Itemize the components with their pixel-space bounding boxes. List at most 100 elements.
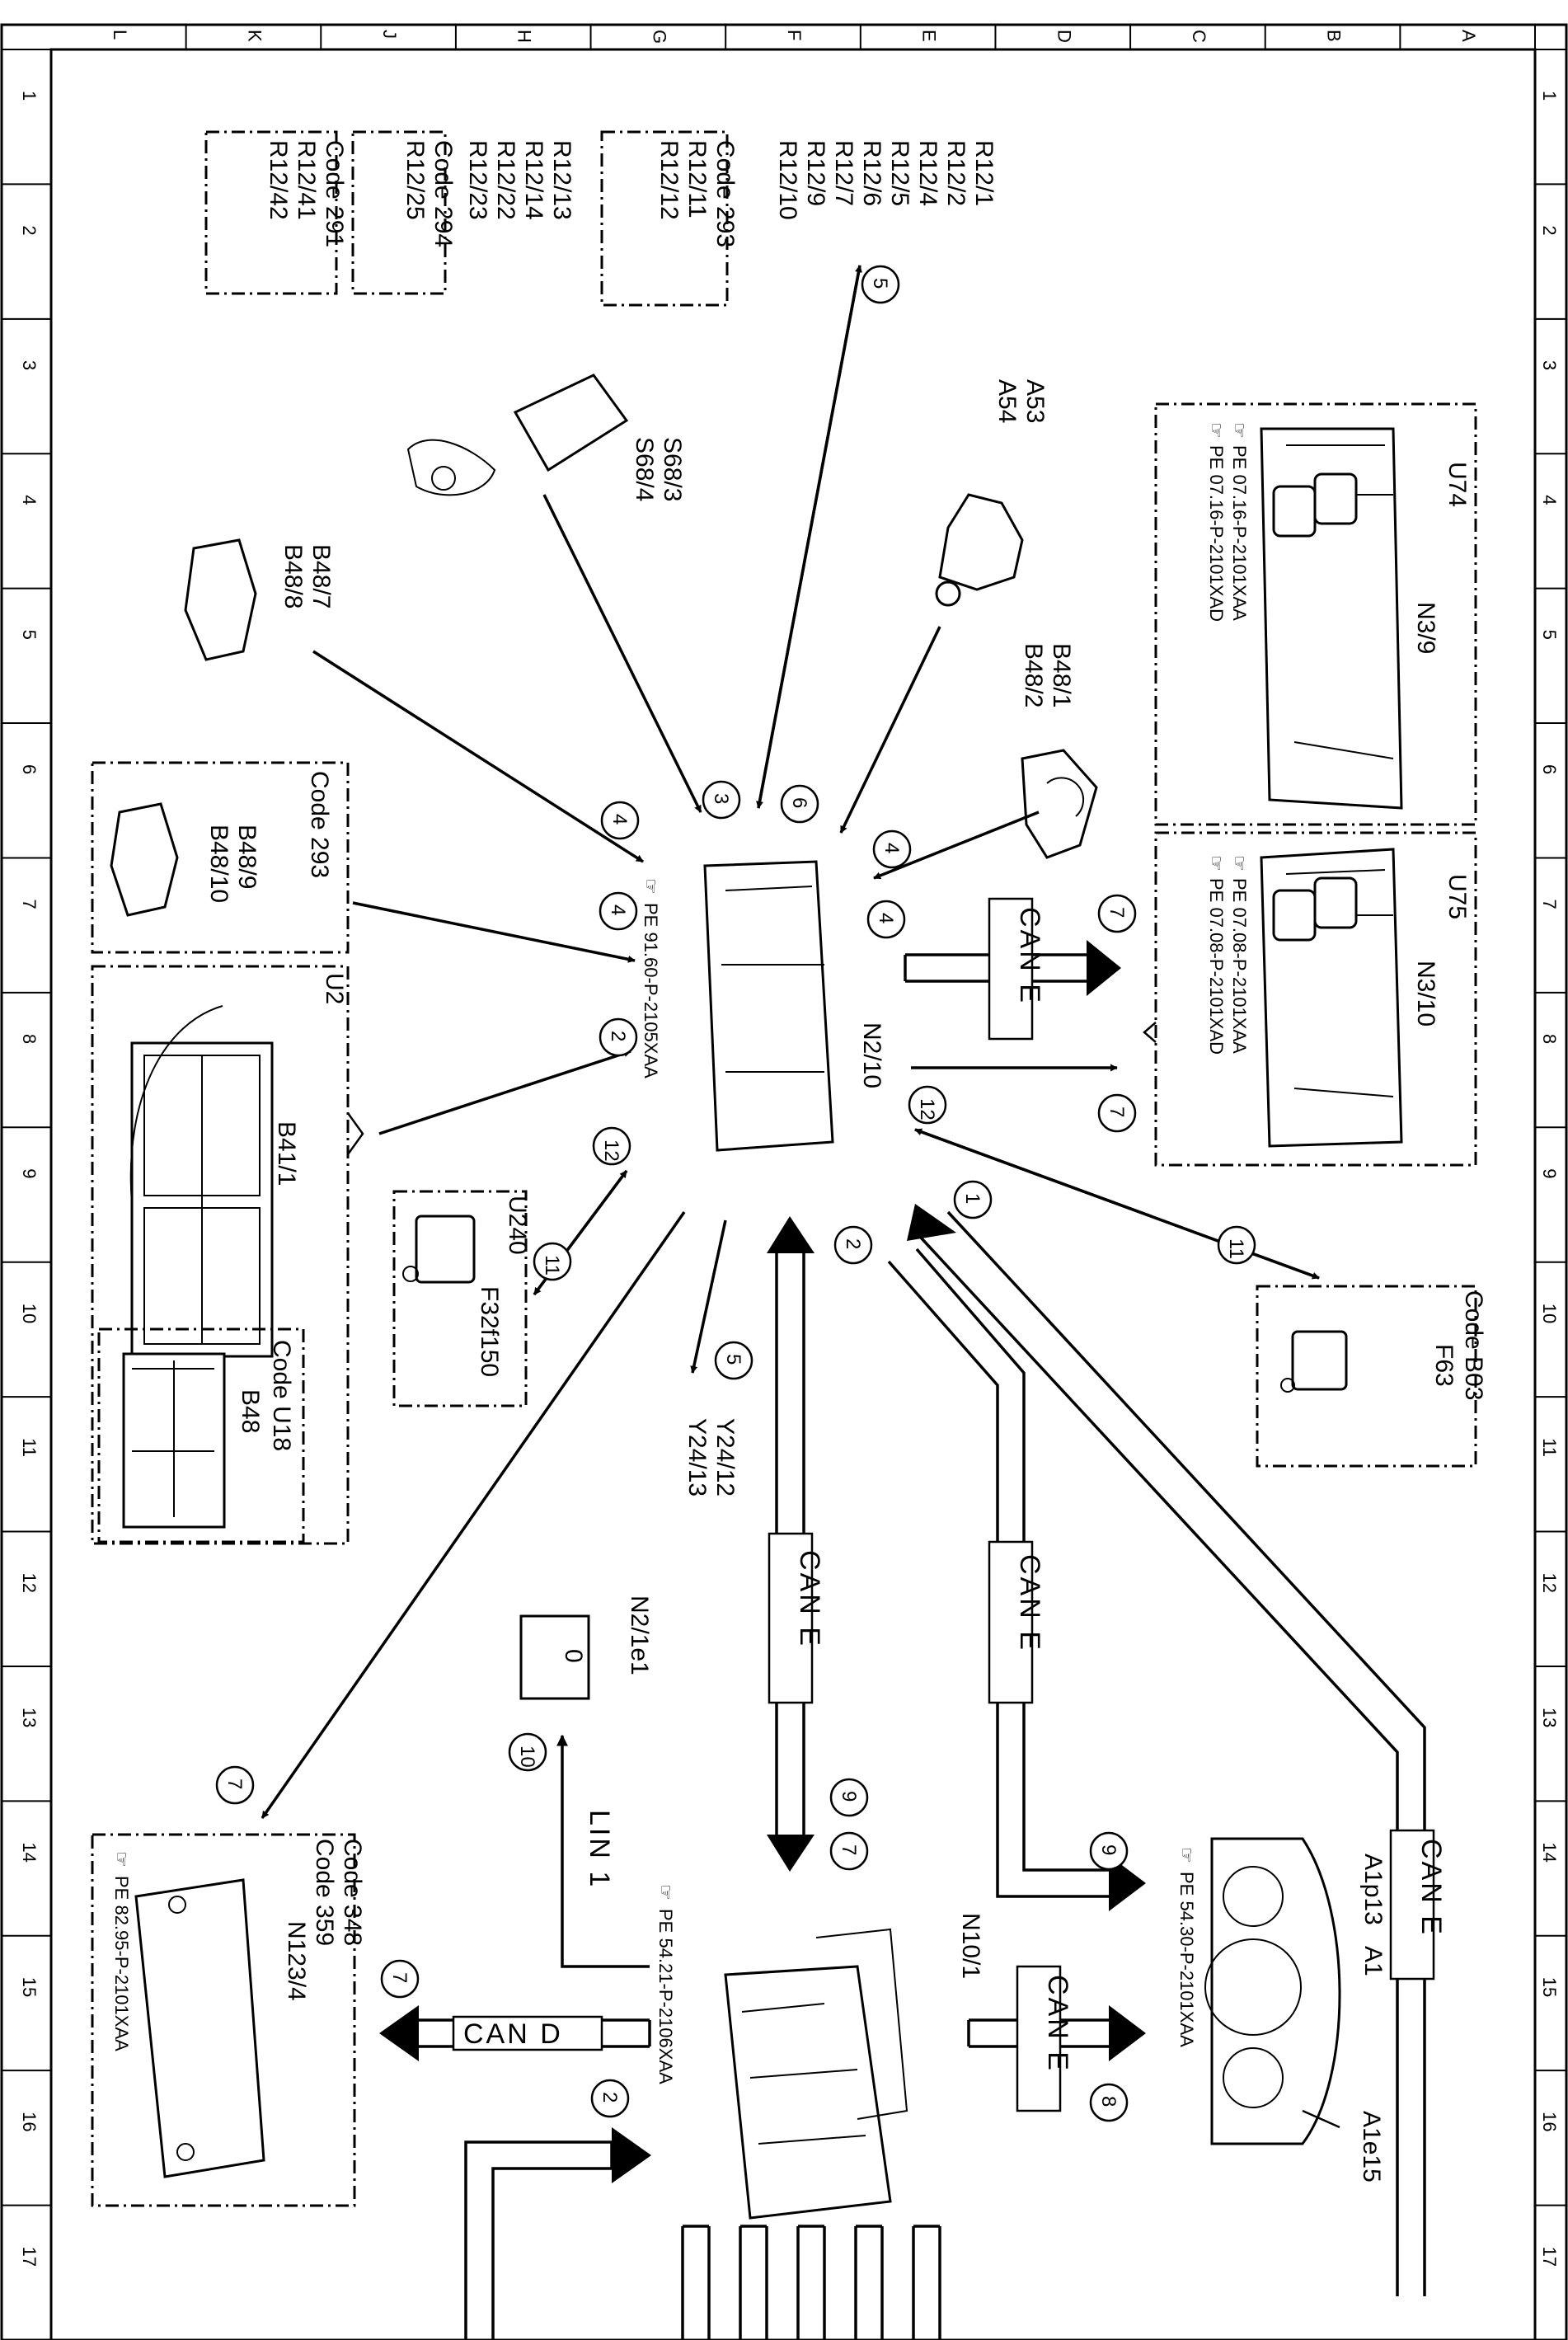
svg-text:5: 5	[869, 278, 891, 289]
grid-column-label: B	[1324, 30, 1345, 42]
ref-pe-82-95: PE 82.95-P-2101XAA	[111, 1876, 132, 2051]
svg-text:S68/3: S68/3	[659, 437, 686, 501]
r12-label: R12/22	[492, 140, 519, 220]
connection-number: 8	[1089, 2083, 1129, 2122]
y24-labels: Y24/12 Y24/13	[683, 1418, 739, 1497]
r12-label: Code 293	[711, 140, 739, 247]
svg-text:4: 4	[875, 913, 897, 923]
connection-number: 12	[592, 1126, 631, 1166]
n2-1e1-switch: N2/1e1 0	[519, 1595, 653, 1700]
connection-number: 11	[1217, 1225, 1256, 1265]
connection-number: 7	[215, 1765, 255, 1805]
r12-label: R12/23	[464, 140, 491, 220]
ref-pe-54-21: PE 54.21-P-2106XAA	[655, 1909, 676, 2084]
connection-lines	[261, 265, 1320, 1968]
a53-a54-component: A53 A54	[935, 379, 1049, 607]
connection-number: 7	[1097, 894, 1137, 933]
b41-1-component: U2 B41/1	[129, 973, 348, 1358]
grid-row-label: 11	[19, 1438, 40, 1457]
n123-4-component: Code 348 Code 359 N123/4 ☞ PE 82.95-P-21…	[111, 1839, 366, 2178]
svg-text:N123/4: N123/4	[283, 1921, 310, 2001]
code-294-box	[351, 130, 447, 295]
grid-row-label: 16	[1539, 2112, 1560, 2131]
r12-label: R12/4	[914, 140, 941, 206]
svg-text:A1: A1	[1359, 1946, 1387, 1976]
r12-label: R12/13	[548, 140, 575, 220]
book-icon: ☞	[655, 1884, 676, 1901]
book-icon: ☞	[641, 878, 661, 895]
u74-box	[1154, 402, 1477, 826]
grid-row-label: 4	[19, 495, 40, 505]
svg-text:U240: U240	[504, 1196, 531, 1255]
grid-row-label: 6	[19, 764, 40, 774]
svg-text:7: 7	[838, 1844, 860, 1855]
lin-1-label: LIN 1	[584, 1810, 615, 1889]
code-348-359-box	[91, 1833, 356, 2207]
grid-row-label: 9	[1539, 1168, 1560, 1178]
connection-number: 4	[599, 891, 638, 931]
r12-label: R12/5	[886, 140, 913, 206]
svg-text:9: 9	[1097, 1844, 1120, 1855]
ref-pe-54-30: PE 54.30-P-2101XAA	[1176, 1872, 1197, 2047]
svg-text:A1p13: A1p13	[1359, 1854, 1387, 1925]
ref-pe-07-08-xaa: PE 07.08-P-2101XAA	[1229, 878, 1250, 1054]
ref-pe-91-60: PE 91.60-P-2105XAA	[641, 903, 661, 1078]
r12-label: R12/7	[830, 140, 857, 206]
svg-text:B41/1: B41/1	[273, 1121, 300, 1186]
svg-text:B48: B48	[237, 1389, 264, 1433]
svg-text:4: 4	[608, 814, 631, 825]
grid-row-label: 7	[1539, 899, 1560, 909]
svg-text:N10/1: N10/1	[957, 1913, 984, 1979]
svg-text:B48/2: B48/2	[1020, 643, 1047, 707]
svg-text:F32f150: F32f150	[476, 1286, 503, 1377]
book-icon: ☞	[1229, 855, 1250, 872]
svg-text:7: 7	[223, 1778, 246, 1789]
svg-text:A53: A53	[1021, 379, 1049, 423]
svg-text:B48/8: B48/8	[279, 544, 307, 608]
svg-text:B48/7: B48/7	[307, 544, 335, 608]
svg-text:7: 7	[1106, 1107, 1128, 1117]
connection-number: 5	[714, 1341, 753, 1380]
svg-text:0: 0	[560, 1649, 587, 1663]
svg-text:3: 3	[710, 793, 732, 804]
grid-row-label: 1	[19, 91, 40, 101]
connection-number: 1	[953, 1180, 993, 1219]
u74-u75-brace	[1143, 1022, 1157, 1043]
ref-pe-07-16-xaa: PE 07.16-P-2101XAA	[1229, 445, 1250, 621]
svg-text:S68/4: S68/4	[631, 437, 658, 501]
n3-10-label: N3/10	[1412, 961, 1439, 1027]
grid-row-label: 8	[1539, 1034, 1560, 1044]
svg-text:8: 8	[1097, 2096, 1120, 2107]
svg-text:A1e15: A1e15	[1358, 2111, 1385, 2183]
connection-number: 10	[508, 1732, 547, 1772]
grid-row-label: 15	[1539, 1977, 1560, 1997]
bus-lines	[379, 940, 1426, 2340]
code-291-box	[204, 130, 338, 295]
grid-row-label: 13	[19, 1708, 40, 1727]
r12-label: R12/12	[655, 140, 683, 220]
connection-number: 11	[533, 1242, 572, 1281]
svg-text:B48/10: B48/10	[205, 825, 232, 903]
grid-row-label: 3	[1539, 360, 1560, 370]
grid-row-label: 1	[1539, 91, 1560, 101]
ref-pe-07-08-xad: PE 07.08-P-2101XAD	[1206, 878, 1227, 1055]
grid-row-label: 2	[19, 225, 40, 235]
r12-label: R12/6	[858, 140, 885, 206]
u75-label: U75	[1444, 874, 1471, 919]
svg-text:B48/9: B48/9	[233, 825, 261, 889]
grid-row-label: 10	[1539, 1304, 1560, 1323]
grid-column-label: L	[110, 30, 130, 40]
grid-row-label: 7	[19, 899, 40, 909]
connection-number: 5	[861, 265, 900, 304]
ref-pe-07-16-xad: PE 07.16-P-2101XAD	[1206, 445, 1227, 622]
grid-row-label: 15	[19, 1977, 40, 1997]
svg-text:4: 4	[607, 905, 629, 915]
r12-label: R12/1	[970, 140, 998, 206]
grid-row-label: 17	[1539, 2247, 1560, 2267]
svg-text:12: 12	[600, 1139, 622, 1162]
connection-number: 4	[872, 829, 912, 869]
